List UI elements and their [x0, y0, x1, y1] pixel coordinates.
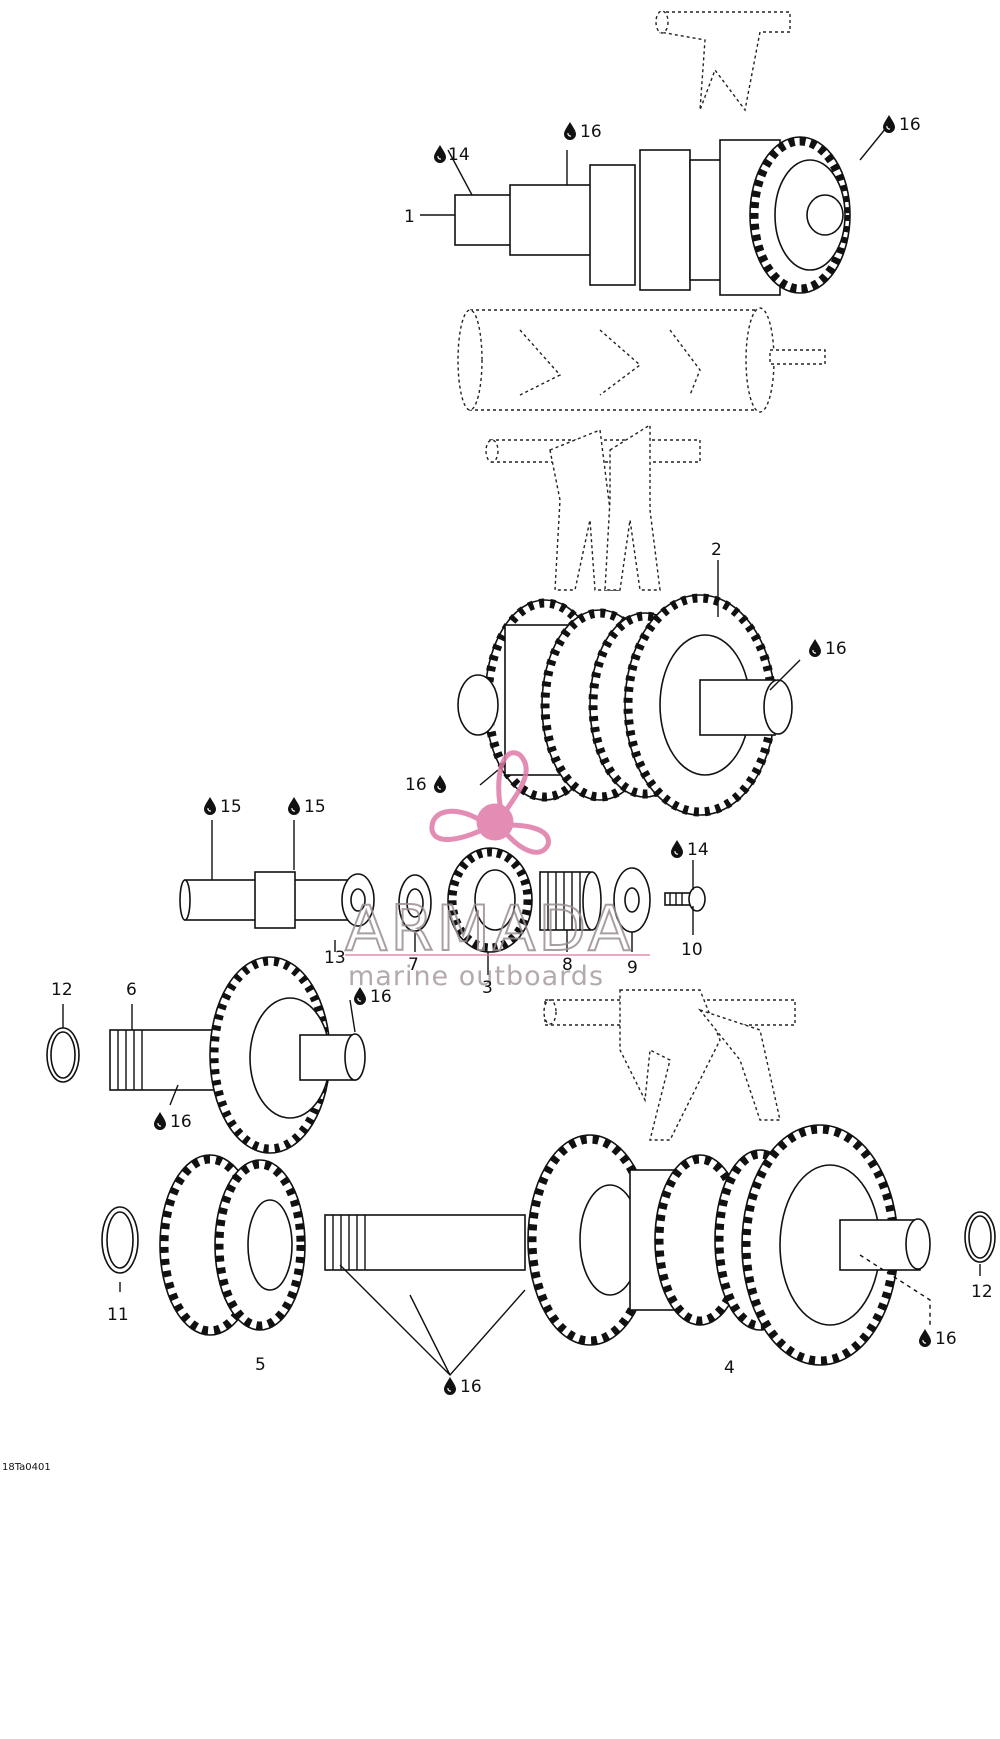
callout-12-right: 12	[971, 1282, 993, 1302]
needle-bearing-8	[539, 871, 602, 931]
oil-drop-icon	[918, 1328, 932, 1348]
idler-gear-3	[447, 847, 533, 953]
gear-5	[159, 1154, 306, 1336]
callout-11: 11	[107, 1305, 129, 1325]
oil-drop-icon	[882, 114, 896, 134]
callout-8: 8	[562, 955, 573, 975]
shift-fork-lower	[543, 989, 796, 1141]
oil-16-countershaft-right: 16	[825, 639, 847, 659]
leader-lines	[62, 127, 981, 1377]
gear-6-assembly	[109, 956, 366, 1154]
circlip-12-left	[46, 1027, 80, 1083]
callout-4: 4	[724, 1358, 735, 1378]
oil-14-top: 14	[448, 145, 470, 165]
oil-drop-icon	[443, 1376, 457, 1396]
oil-16-countershaft-left: 16	[405, 775, 427, 795]
output-shaft-assembly	[324, 1124, 931, 1366]
callout-6: 6	[126, 980, 137, 1000]
oil-16-shaft4: 16	[460, 1377, 482, 1397]
oil-16-mainshaft: 16	[580, 122, 602, 142]
oil-15-right: 15	[304, 797, 326, 817]
propeller-icon	[429, 750, 551, 855]
oil-15-left: 15	[220, 797, 242, 817]
shift-forks-middle	[485, 423, 701, 591]
shift-drum	[457, 307, 826, 413]
oil-drop-icon	[433, 144, 447, 164]
idler-shaft	[179, 871, 375, 929]
main-shaft-gears	[589, 136, 851, 296]
oil-14-bolt: 14	[687, 840, 709, 860]
part-number-labels: 1 2 3 4 5 6 7 8 9 10 11 12 12 13	[51, 207, 993, 1378]
circlip-11	[101, 1206, 139, 1274]
oil-drop-icon	[287, 796, 301, 816]
callout-13: 13	[324, 948, 346, 968]
thrust-washer-9	[613, 867, 651, 933]
lubricant-callouts: 14 16 16 16 16 15 15 14 16 16 16 16	[153, 114, 957, 1397]
oil-drop-icon	[203, 796, 217, 816]
figure-code: 18Ta0401	[2, 1462, 51, 1473]
callout-7: 7	[408, 955, 419, 975]
oil-16-top-right: 16	[899, 115, 921, 135]
main-shaft-assembly	[454, 136, 851, 296]
oil-16-gear6-bottom: 16	[170, 1112, 192, 1132]
watermark-tagline: marine outboards	[348, 961, 604, 992]
oil-drop-icon	[433, 774, 447, 794]
callout-10: 10	[681, 940, 703, 960]
callout-9: 9	[627, 958, 638, 978]
watermark-brand: ARMADA	[345, 892, 633, 965]
idler-washer-7	[398, 874, 432, 932]
callout-1: 1	[404, 207, 415, 227]
bolt-10	[664, 886, 706, 912]
callout-12-left: 12	[51, 980, 73, 1000]
countershaft-gear-stack	[457, 593, 793, 817]
circlip-12-right	[964, 1211, 996, 1263]
callout-5: 5	[255, 1355, 266, 1375]
shift-fork-top	[655, 10, 791, 112]
oil-drop-icon	[808, 638, 822, 658]
oil-drop-icon	[153, 1111, 167, 1131]
oil-16-gear6-top: 16	[370, 987, 392, 1007]
watermark-logo: ARMADA marine outboards	[344, 750, 650, 992]
callout-2: 2	[711, 540, 722, 560]
callout-3: 3	[482, 978, 493, 998]
oil-16-bottom-right: 16	[935, 1329, 957, 1349]
oil-drop-icon	[563, 121, 577, 141]
oil-drop-icon	[670, 839, 684, 859]
